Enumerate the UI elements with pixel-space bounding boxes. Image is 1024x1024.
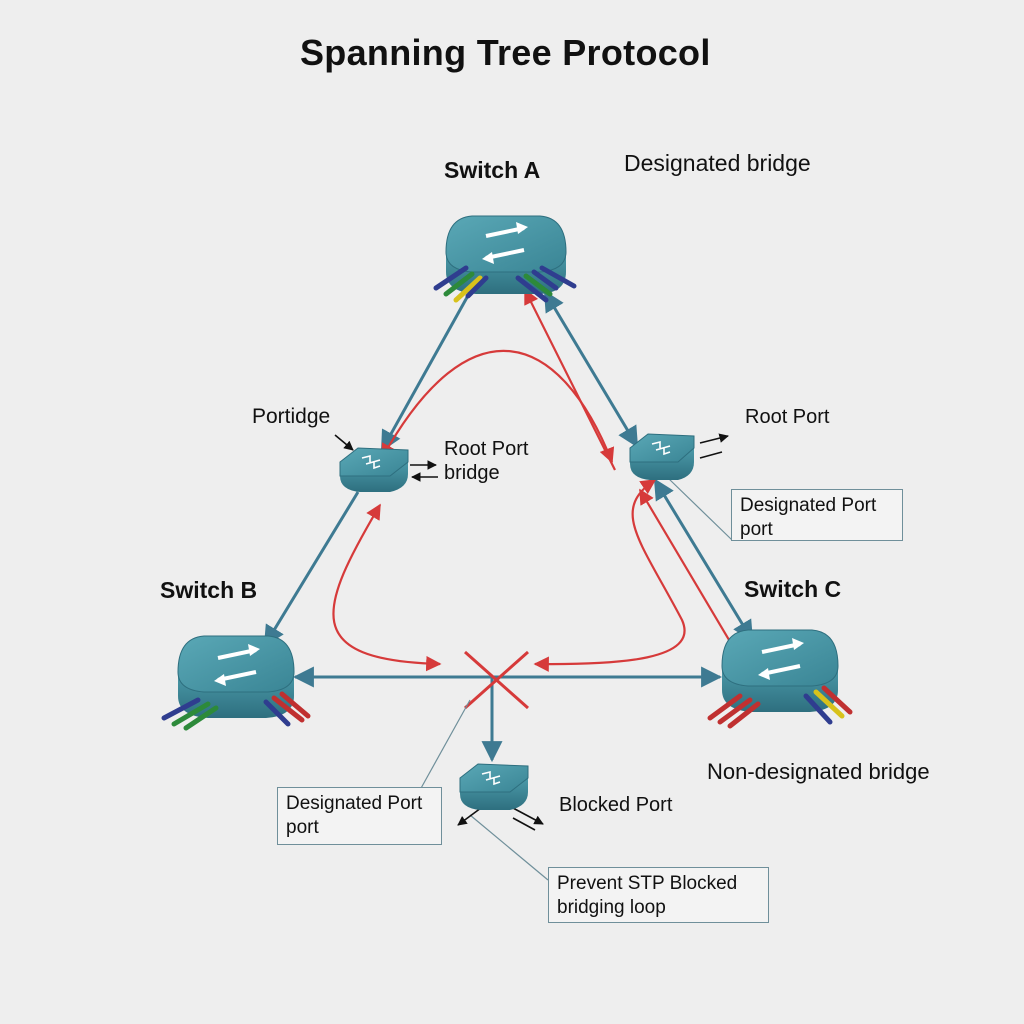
callout-prevent-loop: Prevent STP Blocked bridging loop: [548, 867, 769, 923]
loop-path-top: [381, 349, 615, 464]
arrow-icon: [334, 434, 354, 451]
switch-a-label: Switch A: [444, 157, 541, 183]
bridge-icon[interactable]: [339, 447, 409, 492]
root-port-label: Root Port: [444, 438, 529, 460]
arrow-icon: [699, 433, 729, 444]
loop-paths: [332, 288, 736, 672]
callout-line: port: [740, 518, 773, 540]
switch-b-label: Switch B: [160, 577, 258, 603]
loop-path-a-right: [524, 288, 616, 471]
switch-icon[interactable]: [433, 215, 577, 303]
switch-a-role: Designated bridge: [624, 150, 811, 176]
switch-icon[interactable]: [707, 629, 853, 729]
callout-line: bridging loop: [557, 896, 666, 918]
callout-line: Prevent STP Blocked: [557, 873, 738, 894]
link-bridge-left-to-b: [263, 491, 360, 647]
switch-c-label: Switch C: [744, 576, 842, 602]
link-a-to-bridge-right: [543, 290, 639, 448]
callout-leaders: [419, 477, 733, 881]
link-a-to-bridge-left: [380, 291, 472, 452]
blocked-x-icon: [464, 650, 529, 710]
callout-designated-right: Designated Port port: [731, 489, 903, 541]
page-title: Spanning Tree Protocol: [300, 32, 711, 73]
bridge-label: bridge: [444, 462, 500, 484]
bridge-icon[interactable]: [629, 433, 695, 480]
portidge-label: Portidge: [252, 405, 331, 428]
callout-line: port: [286, 816, 319, 838]
callout-line: Designated Port: [740, 495, 877, 516]
blocked-port-label: Blocked Port: [559, 794, 673, 816]
switch-c-role: Non-designated bridge: [707, 759, 930, 784]
loop-path-c: [639, 488, 736, 651]
bridge-icon[interactable]: [459, 763, 529, 810]
callout-designated-bottom: Designated Port port: [277, 787, 442, 845]
loop-path-left: [332, 503, 442, 672]
loop-path-right: [533, 479, 686, 672]
port-arrows: [334, 433, 729, 831]
link-bridge-right-to-c: [653, 478, 754, 642]
switch-icon[interactable]: [161, 635, 311, 731]
root-port-right-label: Root Port: [745, 406, 830, 428]
arrow-icon: [512, 807, 544, 825]
link-lines: [263, 290, 754, 763]
callout-line: Designated Port: [286, 793, 423, 814]
